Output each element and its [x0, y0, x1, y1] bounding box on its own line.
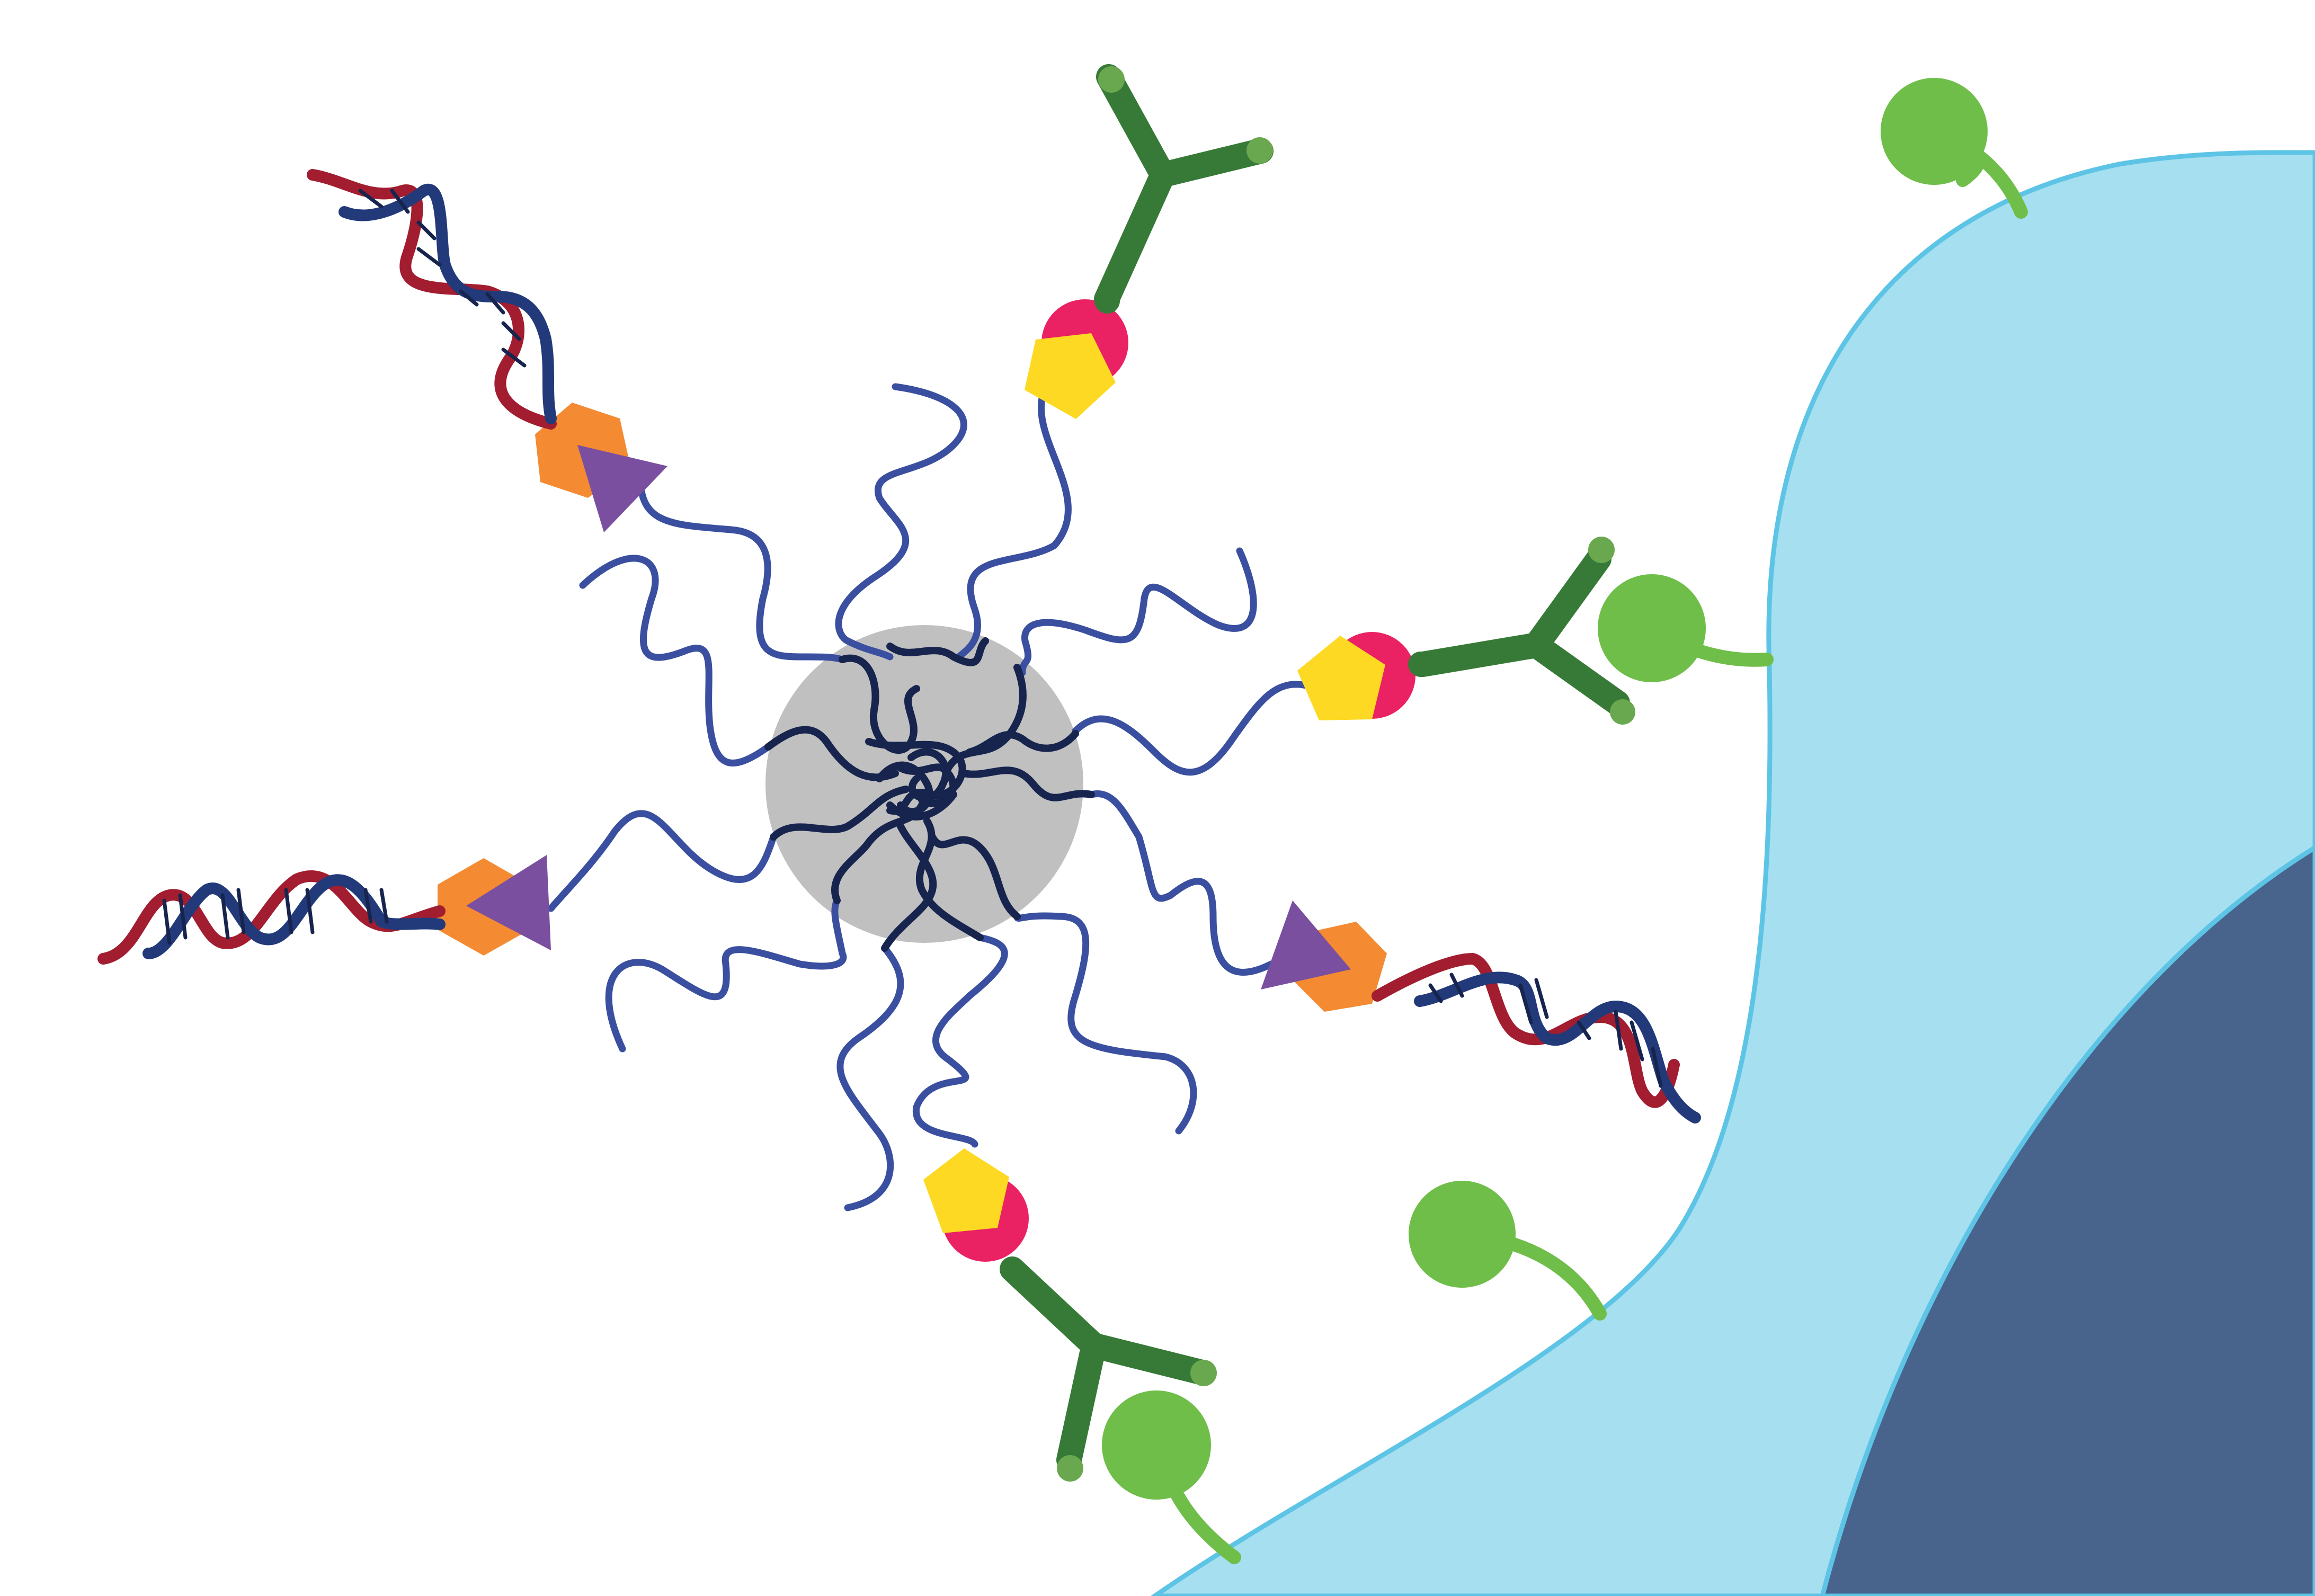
cell-nucleus	[1820, 844, 2315, 1596]
polymer-chain-icon	[913, 934, 1008, 1148]
nanoparticle	[547, 383, 1312, 1211]
polymer-chain-icon	[1072, 681, 1312, 776]
polymer-chain-icon	[955, 388, 1072, 661]
cell-receptor	[1102, 1390, 1241, 1564]
antibody-conjugate	[1297, 537, 1635, 725]
dna-double-helix-icon	[97, 870, 446, 965]
polymer-chain-icon	[637, 462, 846, 663]
cell-receptor	[1409, 1181, 1607, 1321]
dna-double-helix-icon	[1372, 953, 1701, 1124]
polymer-chain-icon	[835, 383, 967, 661]
polymer-chain-icon	[836, 944, 904, 1211]
pentagon-linker-icon	[1025, 333, 1116, 419]
pentagon-linker-icon	[1297, 636, 1385, 720]
receptor-head-icon	[1881, 78, 1988, 185]
cell-receptor	[1881, 78, 2028, 219]
receptor-head-icon	[1102, 1390, 1211, 1500]
dna-conjugate	[97, 855, 551, 965]
antibody-conjugate	[1025, 64, 1274, 419]
pentagon-linker-icon	[923, 1148, 1009, 1233]
antibody-conjugate	[923, 1148, 1217, 1482]
polymer-chain-icon	[1013, 912, 1197, 1135]
antibody-icon	[1000, 1256, 1217, 1482]
antibody-icon	[1408, 537, 1635, 725]
receptor-head-icon	[1598, 574, 1706, 682]
antibody-icon	[1094, 64, 1274, 314]
polymer-chain-icon	[547, 810, 777, 912]
target-cell	[1151, 150, 2315, 1596]
polymer-chains	[547, 383, 1312, 1211]
dna-double-helix-icon	[307, 169, 557, 430]
receptor-head-icon	[1409, 1181, 1516, 1288]
polymer-chain-icon	[1088, 790, 1275, 976]
dna-conjugate	[1261, 900, 1701, 1124]
polymer-chain-icon	[1019, 547, 1257, 676]
triangle-linker-icon	[577, 445, 667, 532]
polymer-chain-icon	[579, 555, 772, 767]
cell-receptor	[1598, 574, 1774, 682]
core-polymer	[764, 637, 1095, 952]
triangle-linker-icon	[466, 855, 551, 950]
dna-conjugate	[307, 169, 667, 532]
cell-receptors	[1102, 78, 2028, 1564]
polymer-chain-icon	[605, 897, 847, 1053]
triangle-linker-icon	[1261, 900, 1351, 989]
